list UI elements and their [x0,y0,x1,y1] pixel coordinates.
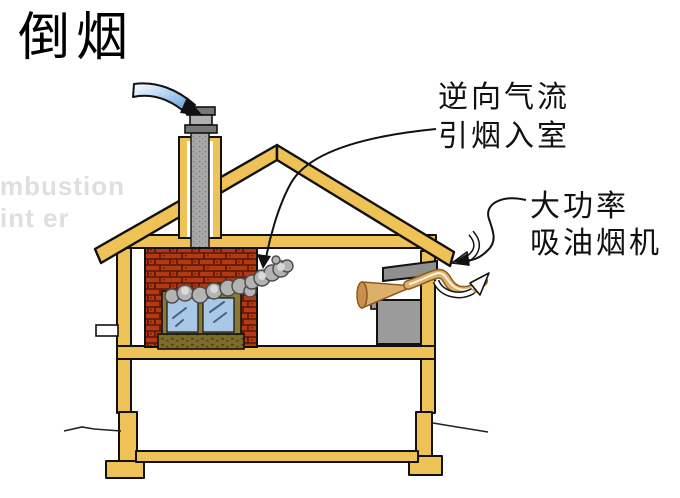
chimney [178,106,222,249]
suction-cone [356,281,415,310]
label-range-hood: 大功率 吸油烟机 [530,189,662,261]
ceiling-joist [119,234,437,249]
label-reverse-airflow: 逆向气流 引烟入室 [438,80,570,154]
basement-slab [135,450,419,463]
range-hood-assembly [356,230,490,345]
hood-appliance-box [376,299,422,345]
left-footing [105,460,145,479]
vent-pipe [95,324,119,337]
left-foundation-wall [118,411,138,463]
roof-rafter-right [275,143,456,268]
fireplace-hearth [157,333,245,350]
fireplace [144,247,258,350]
ground-lines [63,422,489,433]
outdoor-swirl-arrow-lower [432,272,490,299]
ground-line-right [432,422,489,433]
leader-arrow-hood [454,197,527,266]
ghost-watermark-text: mbustion int er [0,171,125,233]
ground-line-left [63,426,122,432]
left-wall [116,245,132,414]
smoke-highlights [181,263,285,295]
wind-backdraft-arrow [132,82,203,116]
page-title: 倒烟 [18,8,135,68]
glass-reflection-streaks [172,301,227,327]
wind-arrowhead [180,97,203,116]
leader-arrow-reverse-flow [257,128,437,269]
